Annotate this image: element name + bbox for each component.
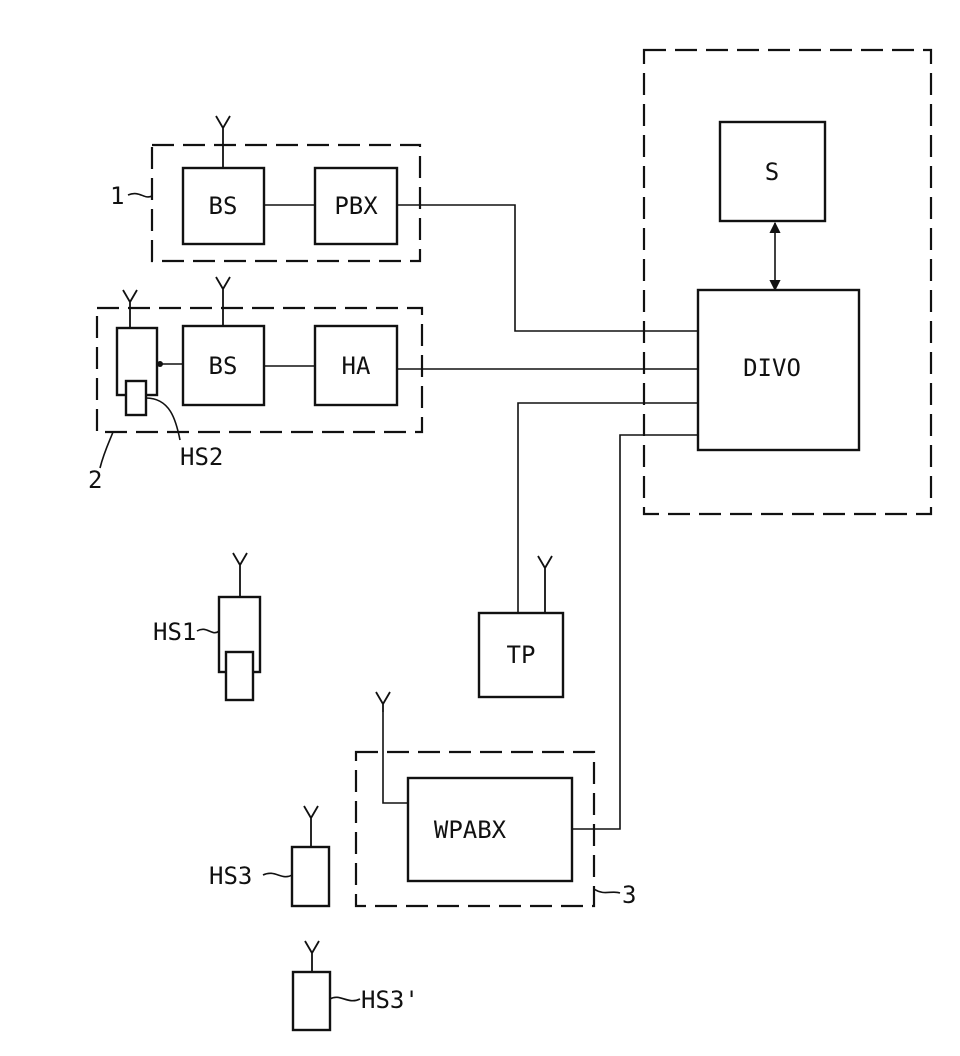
block-pbx-label: PBX: [334, 192, 378, 220]
antenna-icon: [304, 806, 318, 847]
block-bs1: BS: [183, 168, 264, 244]
hs1-label: HS1: [153, 618, 196, 646]
block-ha: HA: [315, 326, 397, 405]
block-bs1-label: BS: [209, 192, 238, 220]
antenna-icon: [305, 941, 319, 972]
antenna-icon: [538, 556, 552, 613]
group3-label: 3: [622, 881, 636, 909]
group2-label: 2: [88, 466, 102, 494]
connection-lines: [157, 205, 775, 829]
antenna-icon: [216, 277, 230, 326]
handset-hs3-prime: [293, 972, 330, 1030]
leader-hs2: [146, 398, 180, 440]
block-tp: TP: [479, 613, 563, 697]
hs3-prime-label: HS3': [361, 986, 419, 1014]
block-bs2-label: BS: [209, 352, 238, 380]
hs3-label: HS3: [209, 862, 252, 890]
block-divo-label: DIVO: [743, 354, 801, 382]
leader-group3: [594, 889, 620, 893]
handset-hs2: [117, 328, 157, 415]
block-tp-label: TP: [507, 641, 536, 669]
block-wpabx: WPABX: [408, 778, 572, 881]
block-s-label: S: [765, 158, 779, 186]
antenna-icon: [376, 692, 390, 712]
handset-hs3: [292, 847, 329, 906]
block-bs2: BS: [183, 326, 264, 405]
leader-hs3: [263, 873, 292, 876]
block-pbx: PBX: [315, 168, 397, 244]
leader-hs3-prime: [330, 997, 360, 1000]
block-s: S: [720, 122, 825, 221]
block-ha-label: HA: [342, 352, 371, 380]
antenna-icon: [216, 116, 230, 168]
handset-hs1: [219, 597, 260, 700]
link-wpabx-antenna: [383, 712, 408, 803]
block-divo: DIVO: [698, 290, 859, 450]
hs2-label: HS2: [180, 443, 223, 471]
leader-hs1: [197, 629, 219, 632]
leader-group2: [100, 432, 113, 468]
group1-label: 1: [110, 182, 124, 210]
link-pbx-divo: [397, 205, 698, 331]
antenna-icon: [233, 553, 247, 597]
leader-group1: [128, 194, 152, 197]
link-wpabx-divo: [572, 435, 698, 829]
block-wpabx-label: WPABX: [434, 816, 507, 844]
